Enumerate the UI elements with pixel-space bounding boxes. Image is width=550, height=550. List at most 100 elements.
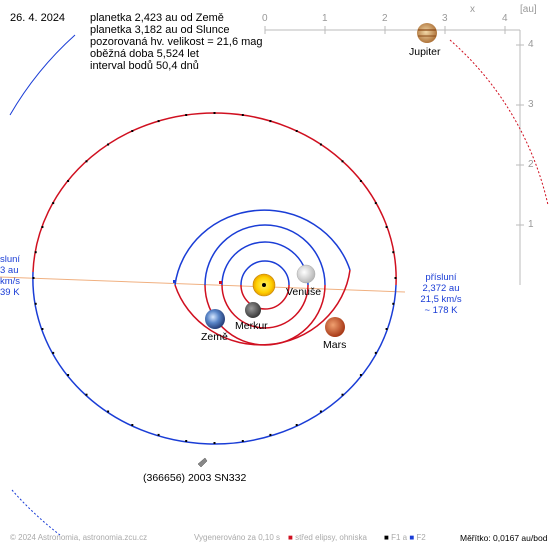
orbit-point <box>241 114 244 116</box>
perihelion-left-speed: km/s <box>0 276 21 287</box>
orbit-point <box>67 374 70 376</box>
orbit-point <box>319 410 322 413</box>
ellipse-center-marker <box>219 281 222 284</box>
orbit-point <box>213 442 216 444</box>
orbit-point <box>185 440 188 442</box>
axes <box>264 26 524 285</box>
orbit-point <box>374 351 377 354</box>
orbit-point <box>41 226 44 228</box>
orbit-point <box>185 114 188 116</box>
jupiter-planet <box>417 23 437 43</box>
perihelion-right-info: přísluní 2,372 au 21,5 km/s ~ 178 K <box>410 272 472 316</box>
jupiter-orbit-bottom <box>11 489 61 536</box>
asteroid-label: (366656) 2003 SN332 <box>143 472 247 484</box>
mars-planet <box>325 317 345 337</box>
axis-x-tick-2: 2 <box>382 13 388 24</box>
orbit-point <box>341 393 344 396</box>
perihelion-left-info: sluní 3 au km/s 39 K <box>0 254 21 298</box>
orbit-point <box>359 180 362 182</box>
axis-y-tick-4: 4 <box>528 39 534 50</box>
perihelion-right-title: přísluní <box>425 272 457 283</box>
axis-unit: [au] <box>520 4 537 15</box>
venus-label: Venuše <box>286 286 322 298</box>
perihelion-left-temp: 39 K <box>0 287 20 298</box>
orbit-point <box>392 302 395 305</box>
info-period: oběžná doba 5,524 let <box>90 48 199 60</box>
orbit-point <box>41 328 44 330</box>
footer-generated: Vygenerováno za 0,10 s <box>194 533 280 542</box>
orbit-point <box>52 351 55 354</box>
orbit-point <box>157 120 160 123</box>
legend-a-text: a <box>402 533 408 542</box>
axis-x-tick-1: 1 <box>322 13 328 24</box>
orbit-point <box>269 120 272 123</box>
orbit-point <box>107 410 110 413</box>
legend-f1-marker: ■ <box>384 533 389 542</box>
earth-planet <box>205 309 225 329</box>
jupiter-orbit-left <box>9 34 76 116</box>
info-sun-distance: planetka 3,182 au od Slunce <box>90 24 230 36</box>
scale-label: Měřítko: 0,0167 au/bod <box>460 533 548 543</box>
axis-x-letter: x <box>470 4 475 15</box>
orbit-point <box>131 424 134 426</box>
orbit-point <box>107 143 110 146</box>
legend-f2-marker: ■ <box>409 533 415 542</box>
footer-legend-center: ■ střed elipsy, ohniska <box>288 533 367 542</box>
orbit-point <box>385 226 388 228</box>
axis-y-tick-2: 2 <box>528 159 534 170</box>
axis-x-tick-4: 4 <box>502 13 508 24</box>
perihelion-right-temp: ~ 178 K <box>424 305 458 316</box>
orbit-point <box>85 160 88 163</box>
legend-center-marker: ■ <box>288 533 293 542</box>
mercury-label: Merkur <box>235 320 268 332</box>
info-interval: interval bodů 50,4 dnů <box>90 60 199 72</box>
sun <box>252 273 276 297</box>
perihelion-left-distance: 3 au <box>0 265 19 276</box>
orbit-point <box>359 374 362 376</box>
orbit-point <box>319 143 322 146</box>
orbit-point <box>34 302 37 305</box>
orbit-point <box>131 130 134 132</box>
venus-planet <box>296 264 316 284</box>
orbit-point <box>241 440 244 442</box>
footer-legend-foci: ■ F1 a ■ F2 <box>384 533 426 542</box>
mars-label: Mars <box>323 339 347 351</box>
axis-y-tick-3: 3 <box>528 99 534 110</box>
axis-y-tick-1: 1 <box>528 219 534 230</box>
legend-f1-text: F1 <box>391 533 401 542</box>
footer-copyright: © 2024 Astronomia, astronomia.zcu.cz <box>10 533 148 542</box>
legend-center-text: střed elipsy, ohniska <box>295 533 367 542</box>
orbit-point <box>67 180 70 182</box>
asteroid-orbit-points <box>32 112 397 444</box>
orbit-point <box>295 130 298 132</box>
orbit-point <box>85 393 88 396</box>
orbit-point <box>32 277 35 279</box>
info-magnitude: pozorovaná hv. velikost = 21,6 mag <box>90 36 263 48</box>
date-label: 26. 4. 2024 <box>10 12 66 24</box>
orbit-point <box>52 202 55 205</box>
focus-f2-marker <box>173 280 176 283</box>
mercury-planet <box>245 302 261 318</box>
jupiter-label: Jupiter <box>409 46 441 58</box>
orbit-point <box>269 433 272 436</box>
perihelion-right-speed: 21,5 km/s <box>420 294 462 305</box>
orbit-point <box>213 112 216 114</box>
axis-x-tick-3: 3 <box>442 13 448 24</box>
legend-f2-text: F2 <box>416 533 426 542</box>
orbit-point <box>34 251 37 254</box>
earth-label: Země <box>201 331 228 343</box>
jupiter-orbit <box>449 39 549 206</box>
asteroid-marker <box>197 457 208 468</box>
info-panel: planetka 2,423 au od Země planetka 3,182… <box>90 12 263 72</box>
orbit-point <box>394 277 397 279</box>
orbit-point <box>392 251 395 254</box>
axis-x-tick-0: 0 <box>262 13 268 24</box>
info-earth-distance: planetka 2,423 au od Země <box>90 12 224 24</box>
perihelion-right-distance: 2,372 au <box>422 283 460 294</box>
orbit-point <box>385 328 388 330</box>
orbit-point <box>341 160 344 163</box>
orbit-point <box>374 202 377 205</box>
asteroid-orbit <box>32 112 397 445</box>
orbit-point <box>295 424 298 426</box>
